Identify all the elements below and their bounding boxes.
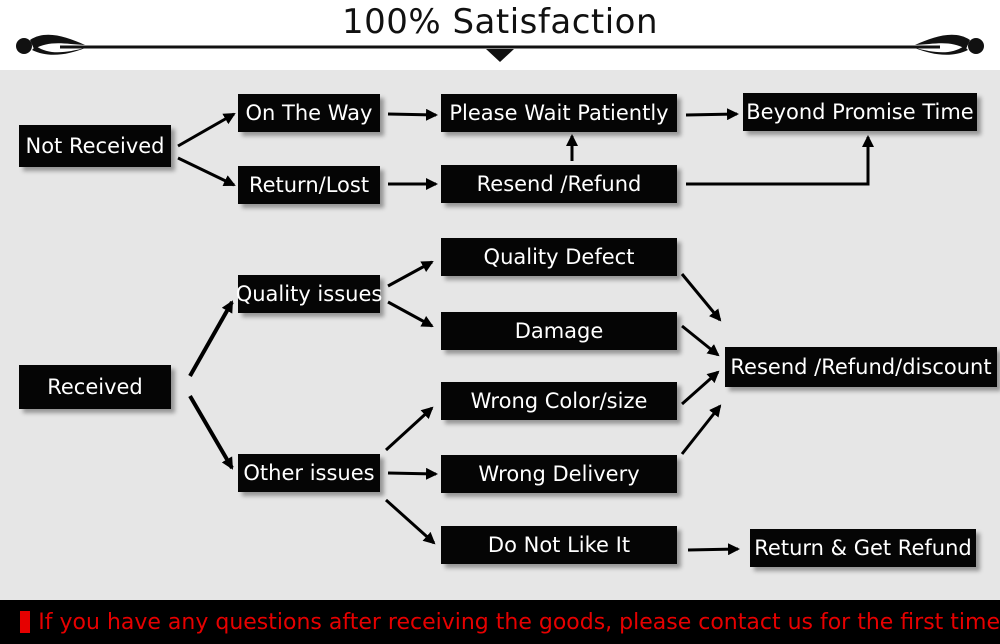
node-quality-defect: Quality Defect bbox=[441, 238, 677, 276]
arrow-damage-resend bbox=[681, 324, 720, 357]
node-return-lost: Return/Lost bbox=[238, 166, 380, 204]
arrow-notreceived-returnlost bbox=[177, 156, 236, 187]
arrow-wrongdelivery-resend bbox=[680, 404, 722, 455]
node-beyond-promise-time: Beyond Promise Time bbox=[743, 93, 977, 131]
page-title: 100% Satisfaction bbox=[341, 2, 659, 42]
node-on-the-way: On The Way bbox=[238, 94, 380, 132]
header-ornament bbox=[16, 34, 984, 62]
node-resend-refund: Resend /Refund bbox=[441, 165, 677, 203]
node-please-wait-patiently: Please Wait Patiently bbox=[441, 94, 677, 132]
node-wrong-delivery: Wrong Delivery bbox=[441, 455, 677, 493]
arrow-quality-defect bbox=[387, 260, 434, 288]
arrow-resend-beyond bbox=[686, 135, 874, 186]
flow-arrows bbox=[177, 108, 874, 556]
arrow-notreceived-ontheway bbox=[177, 112, 236, 148]
arrow-wait-beyond bbox=[685, 108, 739, 121]
arrow-received-other bbox=[188, 394, 234, 470]
node-damage: Damage bbox=[441, 312, 677, 350]
node-received: Received bbox=[19, 365, 171, 409]
arrow-quality-damage bbox=[387, 300, 434, 328]
node-return-get-refund: Return & Get Refund bbox=[750, 529, 976, 567]
arrow-wrongcolor-resend bbox=[681, 370, 720, 406]
node-other-issues: Other issues bbox=[238, 454, 380, 492]
node-not-received: Not Received bbox=[19, 125, 171, 167]
arrow-received-quality bbox=[188, 300, 234, 377]
arrow-ontheway-wait bbox=[387, 108, 438, 121]
left-scroll-ornament bbox=[16, 34, 85, 55]
footer-notice: If you have any questions after receivin… bbox=[38, 609, 1000, 635]
header: 100% Satisfaction bbox=[0, 0, 1000, 70]
arrow-donotlike-return bbox=[687, 543, 740, 556]
node-wrong-color-size: Wrong Color/size bbox=[441, 382, 677, 420]
right-scroll-ornament bbox=[915, 34, 984, 55]
arrow-other-wrongdelivery bbox=[387, 467, 438, 480]
flowchart-panel: Not Received On The Way Return/Lost Plea… bbox=[0, 70, 1000, 600]
arrow-other-wrongcolor bbox=[384, 406, 434, 452]
footer-banner: If you have any questions after receivin… bbox=[0, 600, 1000, 644]
node-do-not-like-it: Do Not Like It bbox=[441, 526, 677, 564]
arrow-defect-resend bbox=[680, 273, 722, 322]
arrow-other-donotlike bbox=[384, 498, 436, 545]
red-square-icon bbox=[20, 611, 31, 633]
node-resend-refund-discount: Resend /Refund/discount bbox=[725, 347, 997, 387]
node-quality-issues: Quality issues bbox=[236, 275, 382, 313]
